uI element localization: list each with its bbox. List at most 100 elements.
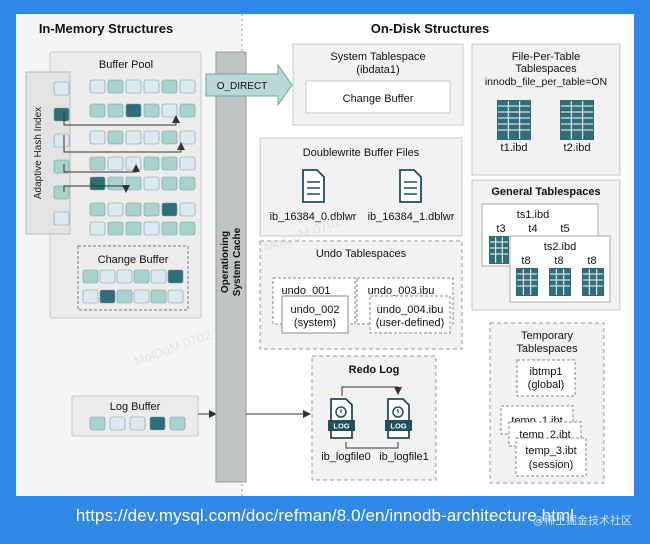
diagram-canvas: In-Memory Structures On-Disk Structures … <box>16 14 634 496</box>
innodb-architecture-diagram: In-Memory Structures On-Disk Structures … <box>16 14 621 496</box>
hash-pointer-arrow <box>63 135 185 153</box>
redo-log-title: Redo Log <box>349 364 400 376</box>
adaptive-hash-index-label: Adaptive Hash Index <box>33 107 44 199</box>
temp-3-card <box>515 437 587 477</box>
ibtmp1-scope: (global) <box>528 379 565 391</box>
temporary-title2: Tablespaces <box>516 343 578 355</box>
ts1-table-label: t4 <box>528 223 537 235</box>
log-buffer-entries <box>89 416 186 431</box>
change-buffer-page <box>167 269 184 284</box>
buffer-pool-page <box>89 103 106 118</box>
ts1-table-label: t3 <box>496 223 505 235</box>
undo-004-type: (user-defined) <box>376 317 444 329</box>
undo-002-type: (system) <box>294 317 336 329</box>
file-per-table-title2: Tablespaces <box>515 63 577 75</box>
system-change-buffer <box>305 80 451 114</box>
system-change-buffer-label: Change Buffer <box>343 93 414 105</box>
hash-index-entry <box>53 81 70 96</box>
buffer-pool-page <box>125 156 142 171</box>
buffer-pool-page <box>161 79 178 94</box>
buffer-pool-page <box>143 156 160 171</box>
ibtmp1-card <box>516 359 576 397</box>
buffer-pool-page <box>161 176 178 191</box>
buffer-pool-page <box>125 103 142 118</box>
log-buffer-title: Log Buffer <box>110 401 161 413</box>
os-cache-label-line1: Operationing <box>220 231 231 293</box>
redo-cycle-arrow <box>341 386 402 396</box>
buffer-pool-page <box>143 202 160 217</box>
table-icon <box>489 236 509 264</box>
hash-index-entry <box>53 107 70 122</box>
buffer-pool-page <box>107 103 124 118</box>
file-per-table-title: File-Per-Table <box>512 51 580 63</box>
redo-logfile-label: ib_logfile1 <box>379 451 429 463</box>
adaptive-hash-index <box>25 71 71 235</box>
table-icon <box>560 100 594 140</box>
change-buffer-page <box>82 289 99 304</box>
hash-index-entry <box>53 159 70 174</box>
redo-log-icons: LOG LOG <box>328 398 412 439</box>
temporary-title: Temporary <box>521 330 573 342</box>
file-per-table-files <box>497 100 594 140</box>
document-icon <box>399 169 422 203</box>
buffer-pool-page <box>161 202 178 217</box>
buffer-pool-page <box>179 202 196 217</box>
table-icon <box>549 268 571 296</box>
undo-002-card <box>281 295 349 334</box>
buffer-pool-page <box>89 221 106 236</box>
buffer-pool-page <box>179 156 196 171</box>
os-cache-column <box>215 51 247 483</box>
buffer-pool-page <box>89 130 106 145</box>
buffer-pool-page <box>143 176 160 191</box>
hash-pointer-arrow <box>63 111 180 126</box>
change-buffer-page <box>150 289 167 304</box>
buffer-pool-page <box>107 221 124 236</box>
buffer-pool-page <box>143 130 160 145</box>
buffer-pool-page <box>125 79 142 94</box>
buffer-pool-title: Buffer Pool <box>99 59 153 71</box>
ts2-file-label: ts2.ibd <box>544 241 576 253</box>
system-tablespace-title: System Tablespace <box>330 51 425 63</box>
source-url: https://dev.mysql.com/doc/refman/8.0/en/… <box>75 506 575 525</box>
buffer-pool-page <box>125 176 142 191</box>
ts1-file-label: ts1.ibd <box>517 209 549 221</box>
buffer-pool-page <box>161 156 178 171</box>
buffer-pool-page <box>179 130 196 145</box>
doublewrite-file-label: ib_16384_0.dblwr <box>270 211 357 223</box>
buffer-pool-page <box>107 202 124 217</box>
buffer-pool-page <box>161 221 178 236</box>
o-direct-arrow <box>205 63 293 107</box>
buffer-pool-page <box>179 176 196 191</box>
in-memory-heading: In-Memory Structures <box>39 21 173 36</box>
undo-001-label: undo_001 <box>282 285 331 297</box>
buffer-pool-page <box>161 130 178 145</box>
buffer-pool-page <box>179 103 196 118</box>
on-disk-heading: On-Disk Structures <box>371 21 489 36</box>
brand-watermark: @稀土掘金技术社区 <box>533 514 632 527</box>
temp-session-scope: (session) <box>529 459 574 471</box>
system-tablespace-file: (ibdata1) <box>356 64 399 76</box>
log-buffer-entry <box>149 416 166 431</box>
log-buffer-entry <box>129 416 146 431</box>
fpt-file-label: t1.ibd <box>501 142 528 154</box>
log-icon-text: LOG <box>390 422 406 431</box>
change-buffer-page <box>116 289 133 304</box>
buffer-pool-page <box>143 221 160 236</box>
undo-004-label: undo_004.ibu <box>377 304 444 316</box>
buffer-pool-page <box>143 79 160 94</box>
change-buffer-pages <box>82 269 184 304</box>
buffer-pool-pages <box>89 79 196 236</box>
o-direct-label: O_DIRECT <box>217 81 268 92</box>
log-buffer-entry <box>89 416 106 431</box>
ts2-table-label: t8 <box>554 255 563 267</box>
undo-004-card <box>369 295 451 334</box>
log-buffer-entry <box>109 416 126 431</box>
buffer-pool-page <box>179 221 196 236</box>
buffer-pool-page <box>125 221 142 236</box>
buffer-pool-page <box>143 103 160 118</box>
change-buffer-page <box>133 289 150 304</box>
buffer-pool-page <box>125 130 142 145</box>
change-buffer-page <box>82 269 99 284</box>
file-per-table-panel <box>471 43 621 176</box>
change-buffer-page <box>133 269 150 284</box>
